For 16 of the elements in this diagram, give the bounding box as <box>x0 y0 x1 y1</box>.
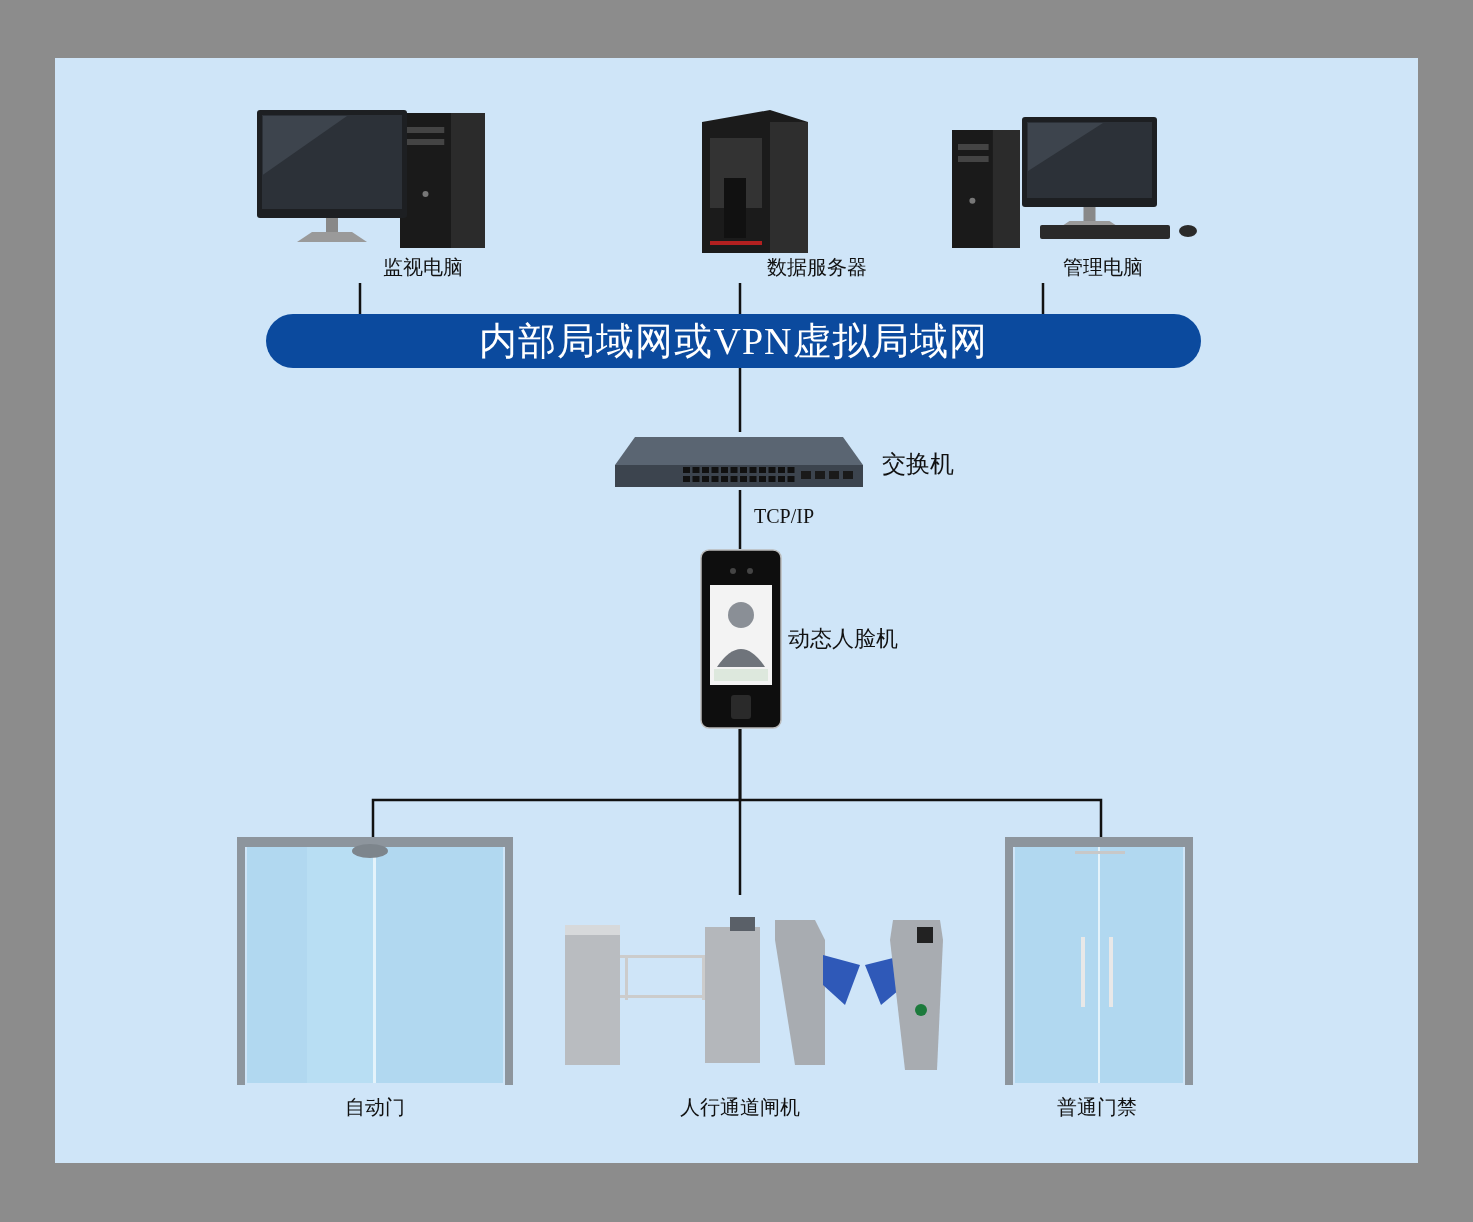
device-label: 人行通道闸机 <box>680 1095 800 1119</box>
device-label: 自动门 <box>345 1095 405 1119</box>
device-label: 数据服务器 <box>767 255 867 279</box>
band-label: 内部局域网或VPN虚拟局域网 <box>479 318 988 364</box>
connector-line <box>738 368 742 432</box>
connector-line <box>358 283 362 314</box>
network-band <box>266 314 1201 368</box>
device-label: 动态人脸机 <box>788 626 898 653</box>
connector-line <box>738 490 742 549</box>
device-label: 普通门禁 <box>1057 1095 1137 1119</box>
connector-line <box>738 283 742 314</box>
connector-line <box>738 729 1103 837</box>
connector-line <box>1041 283 1045 314</box>
device-label: 管理电脑 <box>1063 255 1143 279</box>
device-label: 监视电脑 <box>383 255 463 279</box>
device-label: 交换机 <box>882 450 954 479</box>
